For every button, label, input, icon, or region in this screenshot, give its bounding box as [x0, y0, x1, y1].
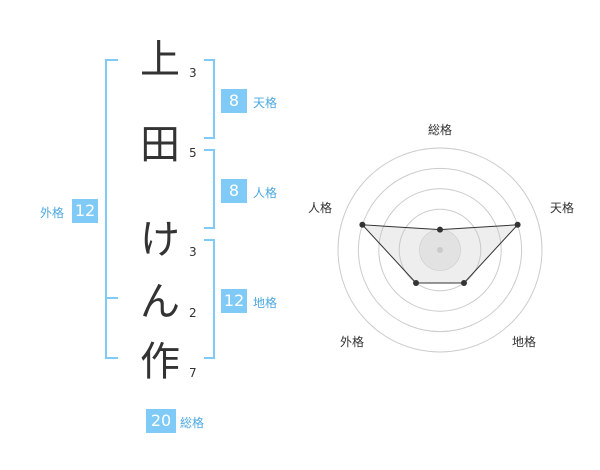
radar-grid-ring	[357, 167, 523, 333]
radar-grid-ring	[398, 208, 482, 292]
radar-grid-ring	[378, 188, 502, 312]
name-char-4: ん	[140, 279, 180, 325]
tenkaku-value: 8	[221, 89, 247, 113]
name-char-3: け	[140, 217, 180, 263]
stroke-count-2: 5	[189, 146, 197, 160]
soukaku-label: 総格	[180, 416, 205, 430]
radar-axis-label-3: 地格	[511, 335, 537, 349]
jinkaku-value: 8	[221, 179, 247, 203]
radar-axis-label-4: 外格	[339, 335, 365, 349]
gaikaku-value: 12	[72, 199, 98, 223]
chikaku-label: 地格	[253, 296, 278, 310]
gaikaku-label: 外格	[40, 206, 65, 220]
radar-point-4	[413, 280, 420, 287]
jinkaku-bracket	[204, 149, 215, 229]
name-char-2: 田	[140, 122, 180, 168]
radar-point-1	[437, 226, 443, 233]
radar-axis-label-1: 総格	[427, 123, 453, 137]
stroke-count-1: 3	[189, 66, 197, 80]
chikaku-bracket	[204, 239, 215, 359]
radar-series-polygon	[361, 224, 519, 284]
radar-point-5	[359, 221, 366, 228]
tenkaku-bracket	[204, 59, 215, 139]
radar-point-2	[514, 221, 521, 228]
radar-axis-label-2: 天格	[549, 201, 575, 215]
radar-point-3	[460, 280, 467, 287]
stroke-count-4: 2	[189, 306, 197, 320]
gaikaku-bracket	[105, 59, 118, 359]
stroke-count-3: 3	[189, 245, 197, 259]
name-char-5: 作	[140, 339, 180, 385]
name-char-1: 上	[140, 37, 180, 83]
jinkaku-label: 人格	[253, 186, 278, 200]
radar-axis-label-5: 人格	[307, 201, 333, 215]
stroke-count-5: 7	[189, 366, 197, 380]
radar-grid-ring	[337, 147, 543, 353]
soukaku-value: 20	[146, 409, 176, 433]
tenkaku-label: 天格	[253, 96, 278, 110]
radar-center-dot	[437, 247, 443, 253]
chikaku-value: 12	[221, 289, 247, 313]
